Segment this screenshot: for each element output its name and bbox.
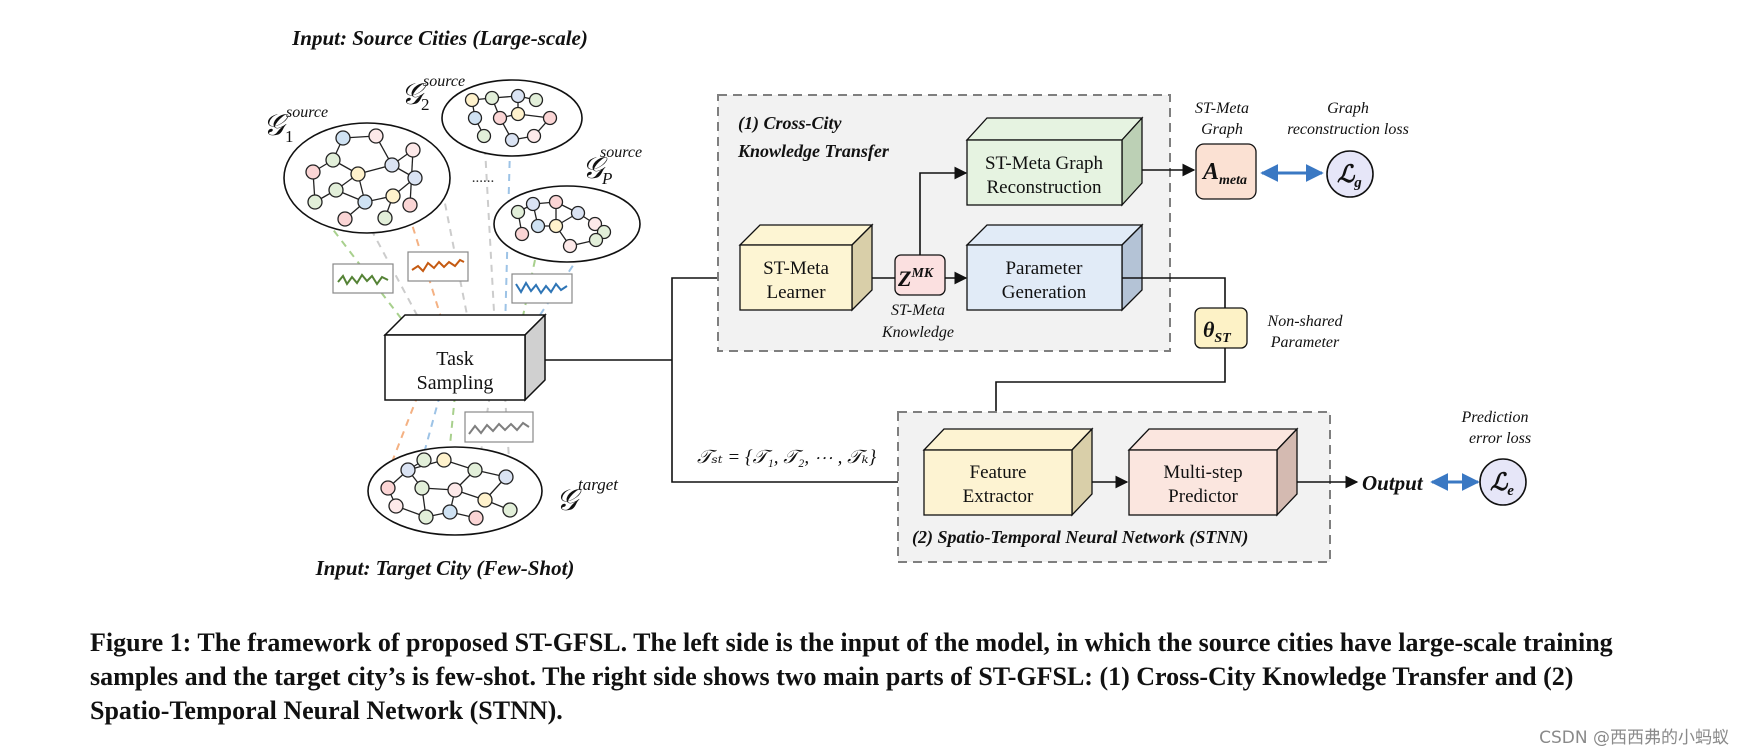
output-label: Output (1362, 471, 1424, 495)
source-graph-p-subscript: P (601, 169, 612, 188)
theta-st-node (1194, 307, 1248, 349)
zmk-symbol: ZMK (897, 266, 935, 291)
graph-reconstruction-line1: ST-Meta Graph (985, 153, 1104, 174)
le-label-line2: error loss (1469, 430, 1531, 447)
ameta-node (1195, 143, 1257, 200)
multistep-predictor-line2: Predictor (1168, 486, 1238, 507)
ameta-symbol: Ameta (1201, 159, 1247, 188)
lg-symbol: ℒg (1337, 162, 1362, 191)
feature-extractor-line1: Feature (970, 462, 1027, 483)
source-graph-p-superscript: source (600, 144, 642, 161)
target-graph (367, 446, 543, 536)
source-graph-2 (441, 79, 583, 157)
cross-city-transfer-title-line2: Knowledge Transfer (737, 141, 890, 161)
lg-label-line2: reconstruction loss (1287, 121, 1409, 138)
framework-diagram: Input: Source Cities (Large-scale) (263, 26, 1531, 580)
parameter-generation-line2: Generation (1002, 282, 1087, 303)
lg-label-line1: Graph (1327, 100, 1369, 117)
source-input-title: Input: Source Cities (Large-scale) (291, 26, 588, 50)
source-graph-1 (283, 122, 451, 234)
time-series-gray (464, 411, 534, 443)
source-graph-1-subscript: 1 (285, 127, 294, 146)
target-input-title: Input: Target City (Few-Shot) (315, 556, 575, 580)
source-graph-p (493, 185, 641, 263)
target-graph-superscript: target (578, 475, 619, 494)
source-graph-1-superscript: source (286, 104, 328, 121)
graph-ellipsis: ...... (472, 170, 495, 186)
multistep-predictor-box (1127, 427, 1299, 517)
lg-loss-node (1326, 150, 1374, 198)
le-label-line1: Prediction (1461, 409, 1529, 426)
main-connectors (545, 271, 924, 489)
graph-reconstruction-box (965, 116, 1144, 207)
theta-label-line1: Non-shared (1267, 313, 1344, 330)
figure-caption: Figure 1: The framework of proposed ST-G… (90, 628, 1613, 725)
graph-reconstruction-line2: Reconstruction (986, 177, 1102, 198)
parameter-generation-line1: Parameter (1005, 258, 1083, 279)
source-graph-2-subscript: 2 (421, 95, 430, 114)
feature-extractor-line2: Extractor (963, 486, 1034, 507)
le-loss-node (1479, 458, 1527, 506)
task-set-formula: 𝒯ₛₜ = {𝒯₁, 𝒯₂, ⋯ , 𝒯ₖ} (697, 447, 877, 468)
cross-city-transfer-title-line1: (1) Cross-City (738, 113, 843, 134)
zmk-label-line1: ST-Meta (891, 302, 945, 319)
le-symbol: ℒe (1490, 470, 1514, 499)
time-series-blue (511, 273, 573, 304)
zmk-label-line2: Knowledge (881, 324, 954, 341)
task-sampling-label-line2: Sampling (417, 372, 494, 394)
time-series-green (332, 263, 394, 294)
theta-st-symbol: θST (1203, 317, 1232, 346)
time-series-orange (407, 251, 469, 282)
st-meta-learner-box (738, 223, 874, 312)
source-graph-2-superscript: source (423, 73, 465, 90)
st-meta-learner-line2: Learner (766, 282, 826, 303)
st-meta-learner-line1: ST-Meta (763, 258, 829, 279)
parameter-generation-box (965, 223, 1144, 312)
zmk-connectors (919, 166, 968, 285)
multistep-predictor-line1: Multi-step (1163, 462, 1242, 483)
ameta-label-line1: ST-Meta (1195, 100, 1249, 117)
task-sampling-box (383, 313, 547, 402)
ameta-label-line2: Graph (1201, 121, 1243, 138)
stnn-title: (2) Spatio-Temporal Neural Network (STNN… (912, 527, 1248, 548)
theta-label-line2: Parameter (1270, 334, 1340, 351)
task-sampling-label-line1: Task (436, 348, 473, 370)
watermark: CSDN @西西弗的小蚂蚁 (1539, 728, 1729, 748)
feature-extractor-box (922, 427, 1094, 517)
